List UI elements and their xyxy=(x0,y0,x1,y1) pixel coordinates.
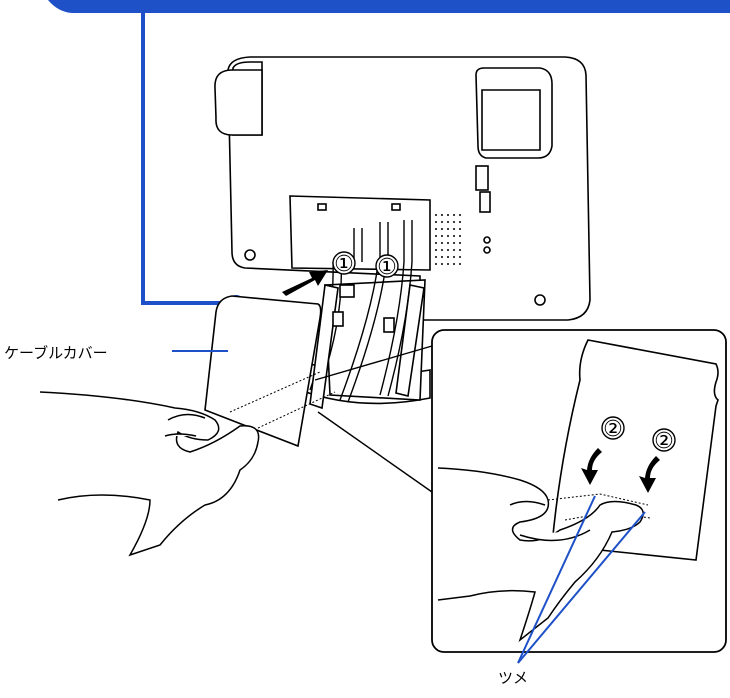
speaker-grille xyxy=(435,214,461,265)
monitor-back xyxy=(214,56,591,321)
blue-leader-line xyxy=(141,13,236,305)
step1-label-b: ① xyxy=(377,255,397,280)
inset-press-arrows xyxy=(581,448,660,493)
left-hand xyxy=(39,391,260,557)
tab-leader-lines xyxy=(517,495,646,664)
step2-label-a: ② xyxy=(603,417,623,442)
tabs-label: ツメ xyxy=(498,669,529,687)
cable-holder xyxy=(309,284,425,410)
guide-dotted-lines xyxy=(229,371,336,429)
step1-label-a: ① xyxy=(334,252,354,277)
insert-arrow xyxy=(282,270,328,296)
blue-banner xyxy=(48,0,730,13)
step1-markers xyxy=(332,251,399,278)
step2-label-b: ② xyxy=(654,429,674,454)
zoom-connector-lines xyxy=(314,345,433,493)
cable-cover xyxy=(204,295,322,448)
step2-markers xyxy=(601,416,676,452)
cable-cover-label: ケーブルカバー xyxy=(4,344,108,362)
